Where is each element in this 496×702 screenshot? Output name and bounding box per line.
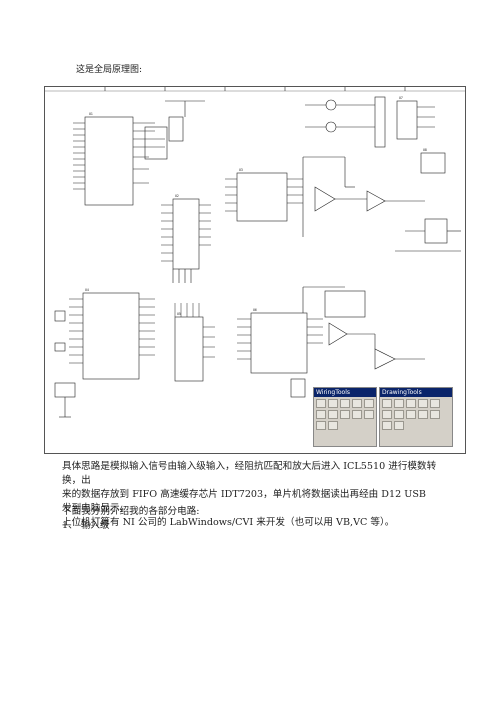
paragraph-line-3: 上位机打算有 NI 公司的 LabWindows/CVI 来开发（也可以用 VB… bbox=[62, 517, 395, 528]
tool-icon[interactable] bbox=[394, 410, 404, 419]
schematic-drawing: U1 U2 U3 U4 U5 U6 U7 U8 bbox=[45, 87, 465, 418]
tool-icon[interactable] bbox=[382, 421, 392, 430]
tool-icon[interactable] bbox=[340, 399, 350, 408]
wiring-tools-title: WiringTools bbox=[314, 388, 376, 397]
tool-icon[interactable] bbox=[316, 399, 326, 408]
paragraph-line-2: 来的数据存放到 FIFO 高速缓存芯片 IDT7203，单片机将数据读出再经由 … bbox=[62, 489, 426, 514]
chip-label-u6: U6 bbox=[253, 308, 257, 312]
tool-icon[interactable] bbox=[352, 399, 362, 408]
tool-icon[interactable] bbox=[364, 410, 374, 419]
chip-label-u7: U7 bbox=[399, 96, 403, 100]
chip-label-u4: U4 bbox=[85, 288, 89, 292]
tool-icon[interactable] bbox=[406, 410, 416, 419]
description-paragraph: 具体思路是模拟输入信号由输入级输入，经阻抗匹配和放大后进入 ICL5510 进行… bbox=[62, 460, 437, 530]
tool-icon[interactable] bbox=[394, 399, 404, 408]
tool-icon[interactable] bbox=[328, 410, 338, 419]
tool-icon[interactable] bbox=[340, 410, 350, 419]
tool-icon[interactable] bbox=[382, 399, 392, 408]
tool-icon[interactable] bbox=[382, 410, 392, 419]
wiring-tools-palette[interactable]: WiringTools bbox=[313, 387, 377, 447]
chip-label-u5: U5 bbox=[177, 312, 181, 316]
tool-icon[interactable] bbox=[352, 410, 362, 419]
chip-label-u1: U1 bbox=[89, 112, 93, 116]
chip-label-u3: U3 bbox=[239, 168, 243, 172]
intro-caption: 这是全局原理图: bbox=[76, 65, 143, 75]
tool-icon[interactable] bbox=[430, 410, 440, 419]
next-intro: 下面我分别介绍我的各部分电路: bbox=[62, 506, 200, 517]
paragraph-line-1: 具体思路是模拟输入信号由输入级输入，经阻抗匹配和放大后进入 ICL5510 进行… bbox=[62, 461, 437, 486]
drawing-tools-palette[interactable]: DrawingTools bbox=[379, 387, 453, 447]
tool-icon[interactable] bbox=[418, 410, 428, 419]
section-heading: 1、 输入级 bbox=[62, 520, 110, 531]
schematic-diagram: U1 U2 U3 U4 U5 U6 U7 U8 WiringTools Draw… bbox=[44, 86, 466, 454]
tool-icon[interactable] bbox=[328, 399, 338, 408]
tool-icon[interactable] bbox=[316, 410, 326, 419]
drawing-tools-title: DrawingTools bbox=[380, 388, 452, 397]
tool-icon[interactable] bbox=[364, 399, 374, 408]
tool-icon[interactable] bbox=[328, 421, 338, 430]
chip-label-u2: U2 bbox=[175, 194, 179, 198]
tool-icon[interactable] bbox=[316, 421, 326, 430]
tool-icon[interactable] bbox=[430, 399, 440, 408]
tool-icon[interactable] bbox=[406, 399, 416, 408]
tool-icon[interactable] bbox=[394, 421, 404, 430]
chip-label-u8: U8 bbox=[423, 148, 427, 152]
tool-icon[interactable] bbox=[418, 399, 428, 408]
